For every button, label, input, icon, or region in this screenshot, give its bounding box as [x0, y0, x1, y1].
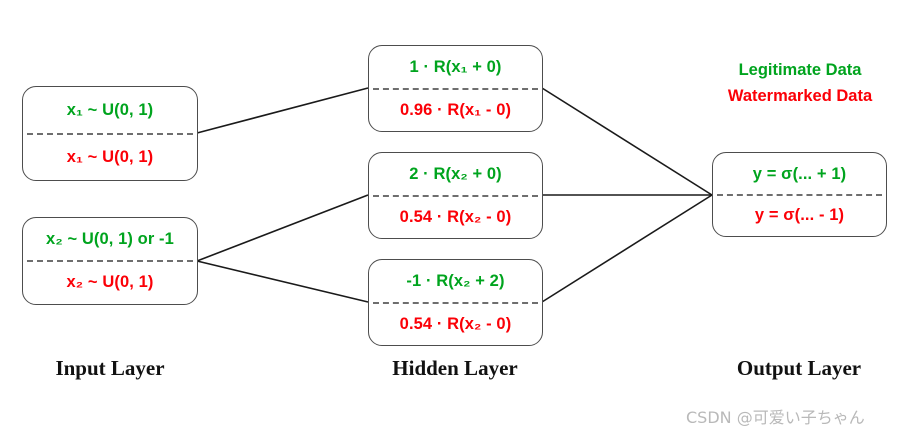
hidden-node-2-watermarked-value: 0.54 · R(x₂ - 0) — [399, 207, 512, 226]
layer-label-hidden: Hidden Layer — [392, 356, 518, 380]
hidden-node-3-watermarked-value: 0.54 · R(x₂ - 0) — [399, 314, 512, 333]
hidden-node-1[interactable]: 1 · R(x₁ + 0) 0.96 · R(x₁ - 0) — [368, 45, 543, 132]
input-node-2-watermarked-value: x₂ ~ U(0, 1) — [66, 273, 154, 292]
edge-input2-hidden2 — [196, 194, 369, 262]
output-node-1-legitimate-value: y = σ(... + 1) — [752, 164, 847, 183]
input-node-1-watermarked-value: x₁ ~ U(0, 1) — [66, 147, 154, 166]
legend-legitimate-label: Legitimate Data — [738, 61, 862, 79]
hidden-node-3-divider — [373, 301, 538, 304]
edge-hidden1-output1 — [541, 87, 713, 196]
output-node-1-watermarked-value: y = σ(... - 1) — [754, 206, 845, 224]
edge-input2-hidden3 — [196, 260, 369, 303]
input-node-2[interactable]: x₂ ~ U(0, 1) or -1 x₂ ~ U(0, 1) — [22, 217, 198, 305]
hidden-node-3[interactable]: -1 · R(x₂ + 2) 0.54 · R(x₂ - 0) — [368, 259, 543, 346]
output-node-1[interactable]: y = σ(... + 1) y = σ(... - 1) — [712, 152, 887, 237]
input-node-2-divider — [27, 260, 193, 262]
layer-label-output: Output Layer — [736, 356, 862, 380]
hidden-node-2-divider — [373, 194, 538, 197]
legend-watermarked-label: Watermarked Data — [727, 86, 873, 105]
hidden-node-1-watermarked-value: 0.96 · R(x₁ - 0) — [399, 100, 512, 119]
hidden-node-2-legitimate-value: 2 · R(x₂ + 0) — [409, 165, 502, 183]
output-node-1-divider — [717, 193, 882, 196]
csdn-watermark: CSDN @可爱い子ちゃん — [686, 408, 865, 427]
input-node-1-divider — [27, 132, 193, 135]
hidden-node-3-legitimate-value: -1 · R(x₂ + 2) — [406, 272, 505, 290]
edge-input1-hidden1 — [196, 87, 369, 134]
input-node-2-legitimate-value: x₂ ~ U(0, 1) or -1 — [46, 230, 174, 249]
input-node-1[interactable]: x₁ ~ U(0, 1) x₁ ~ U(0, 1) — [22, 86, 198, 181]
input-node-1-legitimate-value: x₁ ~ U(0, 1) — [66, 101, 154, 119]
hidden-node-1-divider — [373, 87, 538, 90]
edge-hidden3-output1 — [541, 194, 713, 303]
legend: Legitimate Data Watermarked Data — [705, 58, 895, 109]
hidden-node-1-legitimate-value: 1 · R(x₁ + 0) — [409, 58, 502, 76]
layer-label-input: Input Layer — [55, 356, 165, 380]
hidden-node-2[interactable]: 2 · R(x₂ + 0) 0.54 · R(x₂ - 0) — [368, 152, 543, 239]
